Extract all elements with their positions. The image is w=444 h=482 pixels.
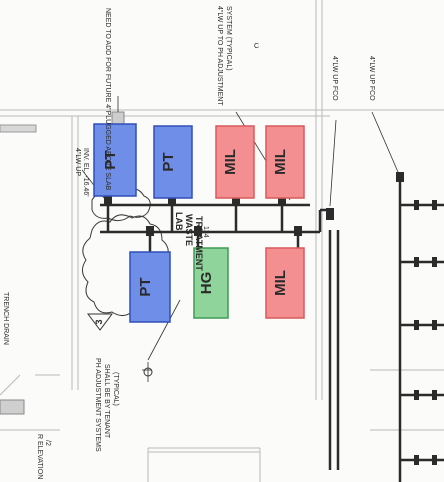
note-lw-up-inv-2: INV. EL. -16.46' [82, 148, 89, 197]
equipment-hg-box [193, 247, 229, 319]
note-ph-system-1: 4"LW UP TO PH ADJUSTMENT [216, 6, 223, 106]
equipment-pt-1-label: PT [102, 150, 119, 169]
equipment-hg: HG [193, 247, 229, 319]
note-lw-up-inv-1: 4"LW UP [74, 148, 81, 176]
equipment-pt-2: PT [153, 125, 193, 199]
equipment-mil-1-label: MIL [222, 149, 239, 175]
note-trench-drain: TRENCH DRAIN [2, 292, 9, 345]
note-elevation-2: /2 [44, 440, 51, 446]
keynote-triangle: 3 [87, 313, 113, 331]
note-ph-system-2: SYSTEM (TYPICAL) [225, 6, 232, 71]
equipment-hg-label: HG [198, 272, 215, 295]
note-lw-up-fco-1: 4"LW UP FCO [331, 56, 338, 101]
equipment-pt-3-label: PT [137, 277, 154, 296]
equipment-pt-2-label: PT [160, 152, 177, 171]
equipment-mil-1: MIL [215, 125, 255, 199]
note-ph-tenant-2: SHALL BE BY TENANT [103, 364, 110, 439]
note-lw-up-fco-2: 4"LW UP FCO [368, 56, 375, 101]
equipment-pt-1-box [93, 123, 137, 197]
section-marker [143, 362, 153, 382]
grid-letter: C [254, 43, 259, 50]
note-lab-waste-2: WASTE [184, 214, 194, 246]
equipment-pt-2-box [153, 125, 193, 199]
waste-piping [100, 198, 340, 470]
note-future-plug: NEED TO ADD FOR FUTURE 4"PLUGGED ABOVE S… [104, 8, 111, 191]
note-ph-tenant-3: (TYPICAL) [112, 372, 119, 406]
equipment-mil-3-label: MIL [272, 270, 289, 296]
note-ph-tenant-1: PH ADJUSTMENT SYSTEMS [94, 358, 101, 452]
note-lab-waste-1: LAB [174, 212, 184, 231]
equipment-mil-2-label: MIL [272, 149, 289, 175]
note-lab-waste-3: TREATMENT [194, 216, 204, 271]
keynote-number: 3 [94, 319, 104, 324]
equipment-mil-2-box [265, 125, 305, 199]
equipment-pt-1: PT [93, 123, 137, 197]
note-elevation-1: R ELEVATION [36, 434, 43, 479]
equipment-pt-3: PT [129, 251, 171, 323]
equipment-mil-3-box [265, 247, 305, 319]
pipe-fittings [104, 196, 334, 236]
riser-fittings [396, 172, 437, 465]
equipment-mil-2: MIL [265, 125, 305, 199]
equipment-mil-1-box [215, 125, 255, 199]
riser-trunk [398, 175, 444, 482]
tag-134: 134 [202, 226, 209, 238]
equipment-pt-3-box [129, 251, 171, 323]
equipment-mil-3: MIL [265, 247, 305, 319]
